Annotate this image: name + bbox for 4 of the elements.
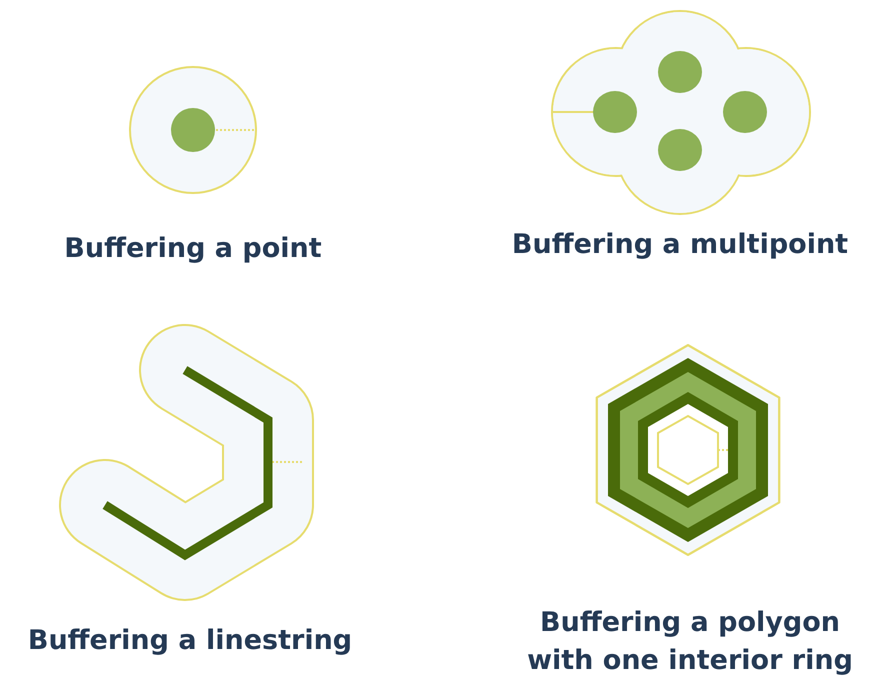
drawing-caption: Buffering a linestring [26, 624, 354, 658]
drawing-caption: Buffering a polygon with one interior ring [526, 606, 854, 678]
drawing-caption: Buffering a multipoint [510, 228, 850, 262]
drawing-caption: Buffering a point [63, 232, 323, 266]
